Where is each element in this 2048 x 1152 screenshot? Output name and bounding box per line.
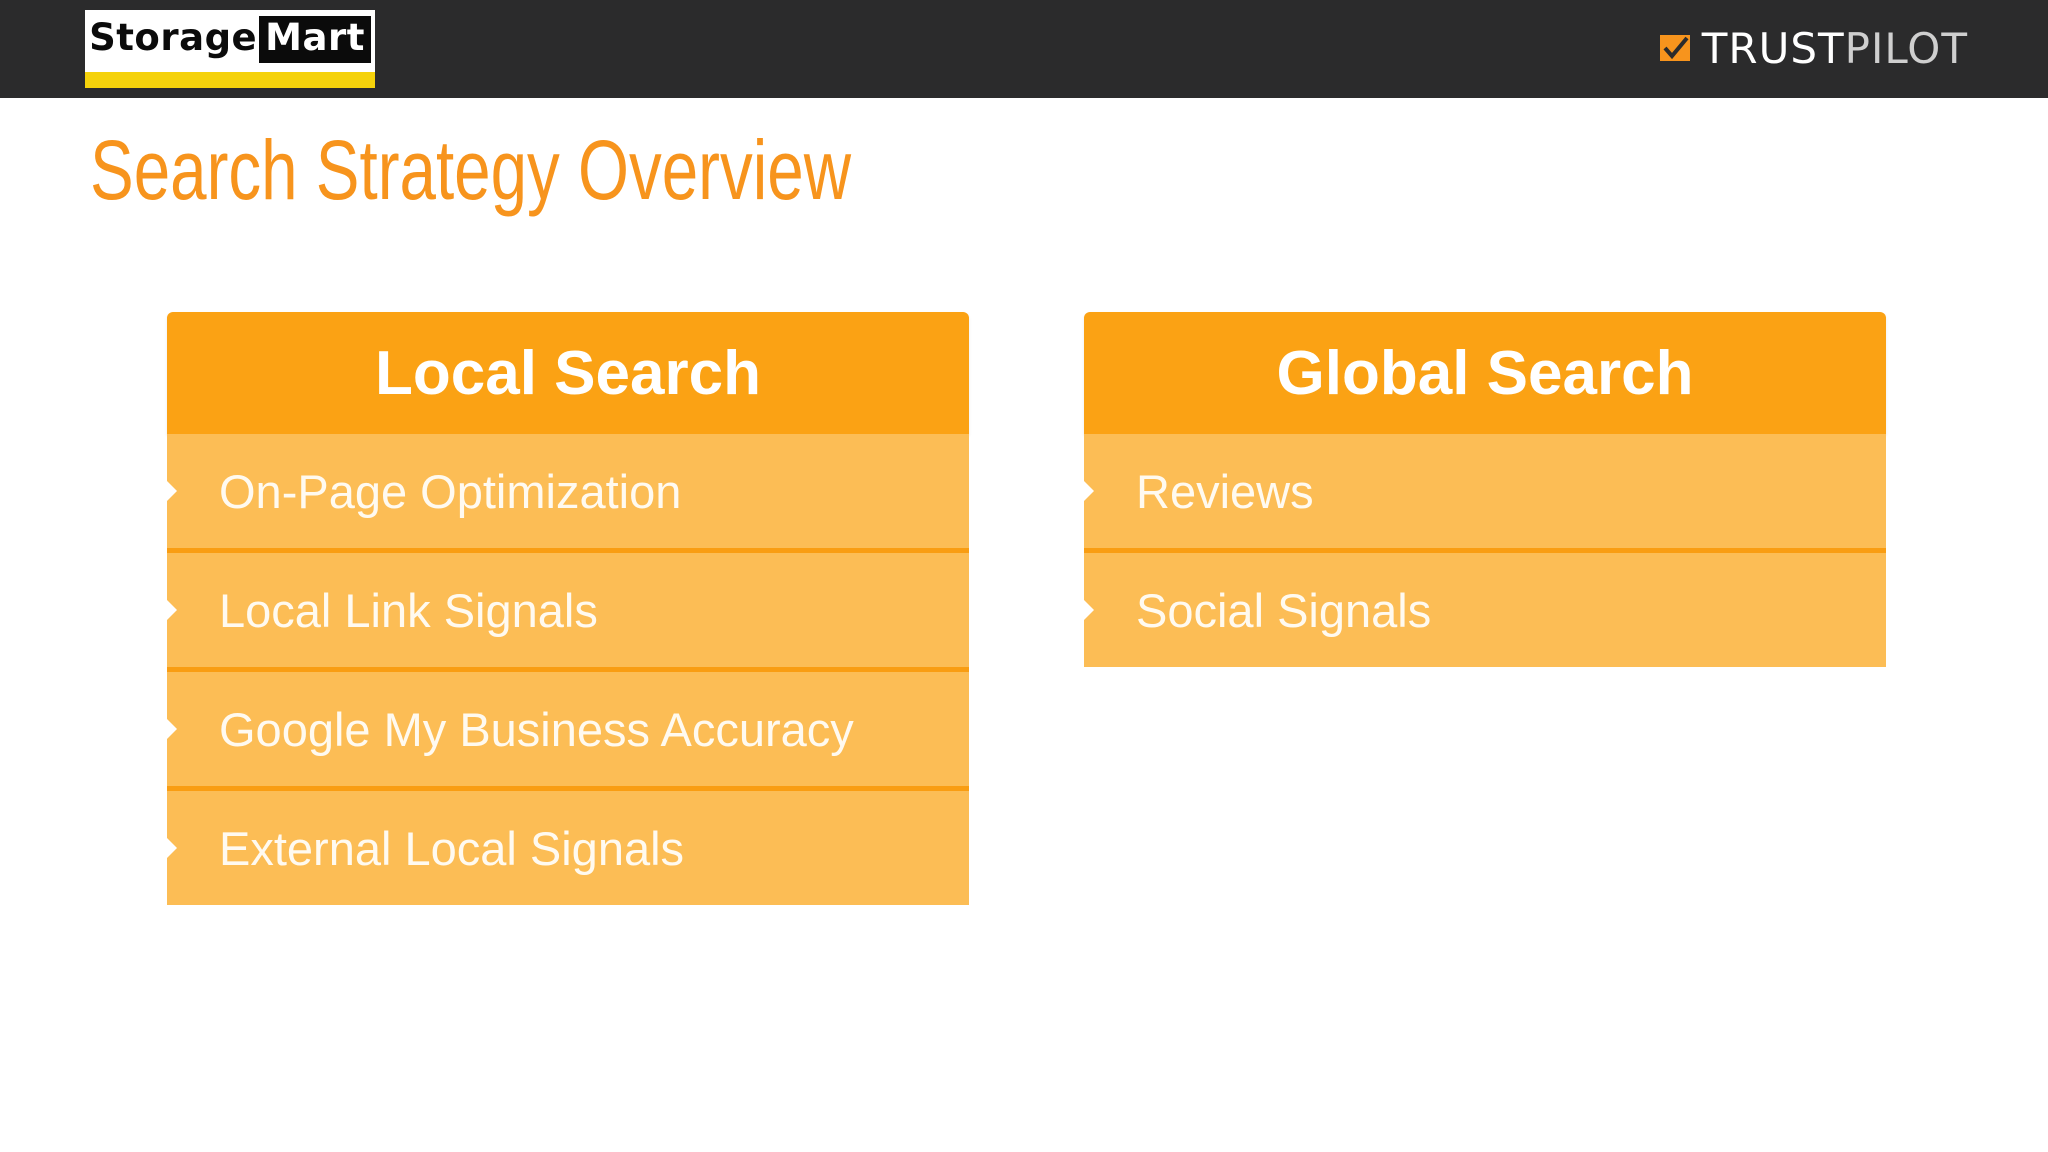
list-item-label: On-Page Optimization bbox=[219, 464, 682, 518]
local-search-item-local-link-signals: Local Link Signals bbox=[167, 553, 969, 672]
trustpilot-logo: TRUSTPILOT bbox=[1658, 22, 1968, 74]
storagemart-word-mart: Mart bbox=[259, 16, 371, 63]
item-notch-marker bbox=[167, 719, 177, 739]
item-notch-marker bbox=[1084, 600, 1094, 620]
list-item-label: Social Signals bbox=[1136, 583, 1432, 637]
local-search-item-external-local-signals: External Local Signals bbox=[167, 791, 969, 905]
global-search-item-social-signals: Social Signals bbox=[1084, 553, 1886, 667]
trustpilot-star-icon bbox=[1659, 35, 1690, 61]
storagemart-word-storage: Storage bbox=[89, 16, 258, 59]
list-item-label: Reviews bbox=[1136, 464, 1314, 518]
trustpilot-wordmark: TRUSTPILOT bbox=[1702, 24, 1968, 73]
global-search-header: Global Search bbox=[1084, 312, 1886, 434]
slide-title: Search Strategy Overview bbox=[90, 123, 852, 217]
trustpilot-word-pilot: PILOT bbox=[1844, 23, 1968, 73]
global-search-item-reviews: Reviews bbox=[1084, 434, 1886, 553]
local-search-item-on-page-optimization: On-Page Optimization bbox=[167, 434, 969, 553]
list-item-label: Local Link Signals bbox=[219, 583, 598, 637]
list-item-label: Google My Business Accuracy bbox=[219, 702, 854, 756]
local-search-header: Local Search bbox=[167, 312, 969, 434]
storagemart-logo-stripe bbox=[85, 72, 375, 88]
trustpilot-word-trust: TRUST bbox=[1701, 23, 1845, 73]
item-notch-marker bbox=[1084, 481, 1094, 501]
local-search-panel: Local Search On-Page Optimization Local … bbox=[167, 312, 969, 905]
item-notch-marker bbox=[167, 838, 177, 858]
item-notch-marker bbox=[167, 600, 177, 620]
global-search-panel: Global Search Reviews Social Signals bbox=[1084, 312, 1886, 667]
local-search-item-google-my-business-accuracy: Google My Business Accuracy bbox=[167, 672, 969, 791]
item-notch-marker bbox=[167, 481, 177, 501]
list-item-label: External Local Signals bbox=[219, 821, 685, 875]
